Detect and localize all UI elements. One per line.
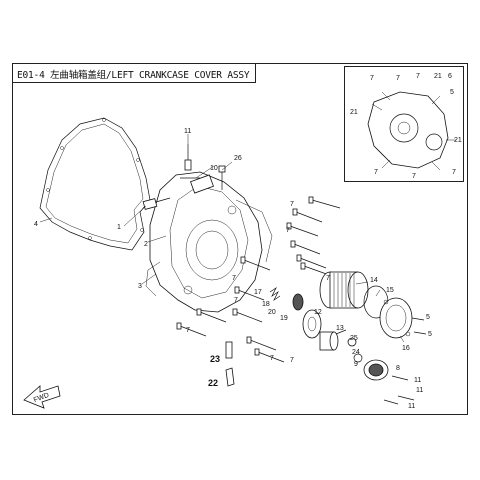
fwd-arrow: FWD [23,385,61,409]
callout-7c: 7 [232,275,236,282]
inset-callout-21c: 21 [454,137,462,144]
inset-view [344,66,464,182]
inset-callout-21a: 21 [350,109,358,116]
callout-20: 20 [268,309,276,316]
leader-lines [39,134,405,343]
callout-12: 12 [314,309,322,316]
callout-7a: 7 [290,201,294,208]
drain-plug [353,353,389,381]
pump-parts [269,286,357,351]
callout-5a: 5 [426,314,430,321]
sensor-parts [142,144,226,210]
callout-7f: 7 [270,355,274,362]
callout-23: 23 [210,354,220,364]
inset-labels: 7 7 7 7 7 7 21 21 21 6 5 [350,73,462,180]
crankcase-cover [145,171,273,313]
callout-22: 22 [208,378,218,388]
callout-18: 18 [262,301,270,308]
bolts-5-11 [383,317,427,405]
dowel-pins [225,341,235,387]
callout-11d: 11 [408,403,415,410]
callout-15: 15 [386,287,394,294]
callout-11a: 11 [184,128,191,135]
inset-drawing [367,91,456,171]
callout-1: 1 [117,224,121,231]
callout-10: 10 [210,165,218,172]
callout-11c: 11 [416,387,423,394]
callout-5b: 5 [428,331,432,338]
callout-16: 16 [402,345,410,352]
callout-8: 8 [396,365,400,372]
callout-25: 25 [350,335,358,342]
callout-13: 13 [336,325,344,332]
callout-3: 3 [138,283,142,290]
inset-callout-7a: 7 [370,75,374,82]
callout-7g: 7 [290,357,294,364]
inset-callout-6: 6 [448,73,452,80]
callout-4: 4 [34,221,38,228]
callout-7b: 7 [286,227,290,234]
inset-callout-5: 5 [450,89,454,96]
inset-callout-7c: 7 [416,73,420,80]
gasket [39,117,151,251]
callout-19: 19 [280,315,288,322]
inset-callout-7d: 7 [374,169,378,176]
filter-cover [363,285,413,339]
diagram-title: E01-4 左曲轴箱盖组/LEFT CRANKCASE COVER ASSY [17,70,250,81]
inset-callout-7e: 7 [412,173,416,180]
callout-14: 14 [370,277,378,284]
callout-17: 17 [254,289,262,296]
title-box: E01-4 左曲轴箱盖组/LEFT CRANKCASE COVER ASSY [12,63,256,83]
callout-labels: 1 2 3 4 5 5 7 7 7 7 7 7 7 7 8 9 10 11 11… [34,128,432,410]
callout-11b: 11 [414,377,421,384]
callout-2: 2 [144,241,148,248]
inset-callout-7b: 7 [396,75,400,82]
callout-7d: 7 [234,297,238,304]
callout-7e: 7 [186,327,190,334]
oil-filter [319,271,369,309]
inset-callout-21b: 21 [434,73,442,80]
callout-7h: 7 [326,275,330,282]
inset-callout-7f: 7 [452,169,456,176]
callout-24: 24 [352,349,360,356]
callout-26: 26 [234,155,242,162]
callout-9: 9 [354,361,358,368]
bolts-7 [176,196,341,363]
